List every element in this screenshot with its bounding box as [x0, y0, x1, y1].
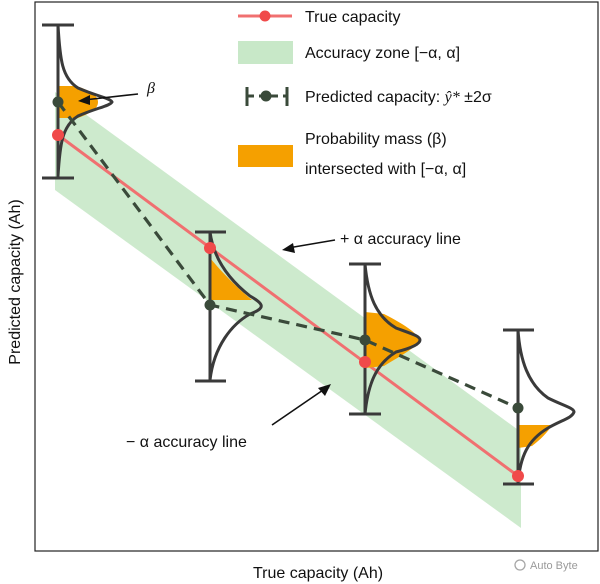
- minus-alpha-label: − α accuracy line: [126, 434, 247, 451]
- watermark-text: Auto Byte: [530, 560, 578, 572]
- probability-mass-1: [58, 86, 98, 118]
- gaussian-curve-4: [516, 329, 576, 485]
- probability-mass-2: [210, 258, 252, 300]
- legend-accuracy-zone-swatch: [238, 41, 293, 64]
- legend-true-capacity-marker: [259, 10, 271, 22]
- legend-predicted-suffix: ±2σ: [460, 89, 492, 106]
- legend-accuracy-zone-label: Accuracy zone [−α, α]: [305, 45, 460, 62]
- beta-arrow: [83, 93, 139, 101]
- legend-predicted-swatch-marker: [260, 90, 272, 102]
- gaussian-curve-1: [56, 24, 114, 177]
- true-markers: [52, 129, 524, 482]
- plus-alpha-arrow: [287, 239, 336, 249]
- minus-alpha-arrowhead: [318, 384, 331, 396]
- legend-probability-label-2: intersected with [−α, α]: [305, 161, 466, 178]
- gaussian-curve-3: [363, 263, 422, 415]
- true-marker-2: [204, 242, 216, 254]
- plot-frame: [34, 1, 599, 552]
- predicted-marker-1: [52, 96, 64, 108]
- legend: True capacity Accuracy zone [−α, α] Pred…: [238, 9, 492, 178]
- predicted-marker-4: [512, 402, 524, 414]
- watermark-logo: [514, 559, 526, 571]
- legend-probability-label-1: Probability mass (β): [305, 131, 447, 148]
- predicted-marker-2: [204, 299, 216, 311]
- legend-true-capacity-label: True capacity: [305, 9, 400, 26]
- predicted-marker-3: [359, 334, 371, 346]
- y-axis-label: Predicted capacity (Ah): [7, 199, 24, 364]
- minus-alpha-arrow: [271, 387, 327, 426]
- beta-label: β: [146, 80, 155, 97]
- legend-predicted-prefix: Predicted capacity:: [305, 89, 445, 106]
- plus-alpha-label: + α accuracy line: [340, 231, 461, 248]
- accuracy-zone-band: [55, 92, 521, 528]
- watermark: Auto Byte: [514, 559, 578, 572]
- legend-predicted-symbol: ŷ*: [443, 89, 460, 106]
- probability-mass-3: [365, 312, 420, 368]
- true-marker-1: [52, 129, 64, 141]
- x-axis-label: True capacity (Ah): [253, 565, 383, 582]
- gaussian-curve-2: [208, 231, 263, 381]
- beta-arrowhead: [78, 95, 90, 105]
- true-marker-4: [512, 470, 524, 482]
- legend-probability-swatch: [238, 145, 293, 167]
- true-marker-3: [359, 356, 371, 368]
- legend-predicted-label: Predicted capacity: ŷ* ±2σ: [305, 89, 492, 106]
- predicted-markers: [52, 96, 524, 414]
- plus-alpha-arrowhead: [282, 243, 295, 253]
- predicted-capacity-line: [56, 101, 519, 410]
- true-capacity-line: [57, 133, 519, 478]
